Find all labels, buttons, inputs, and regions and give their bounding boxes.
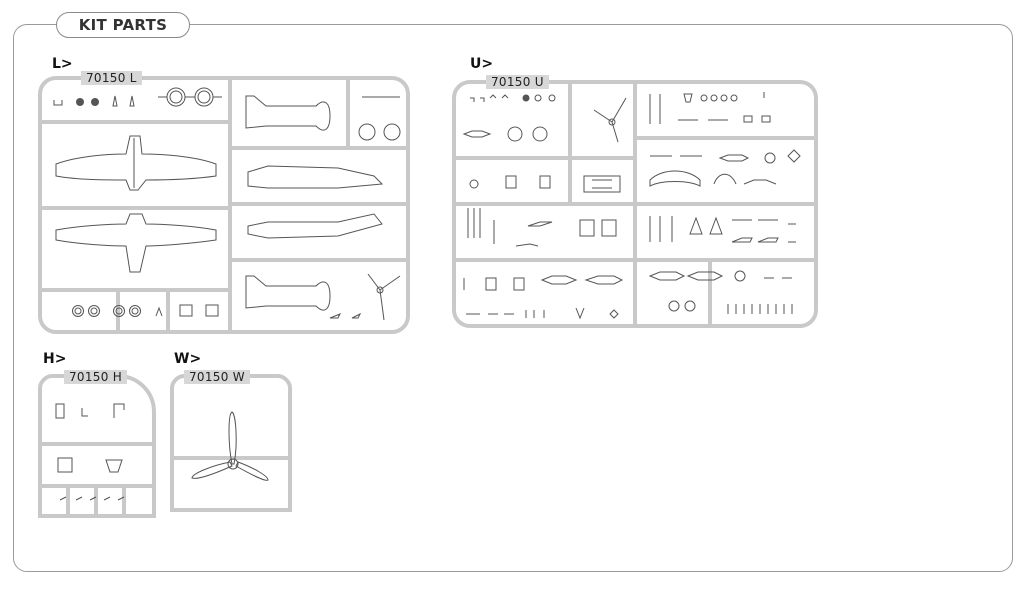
sprue-h: 70150 H	[38, 370, 156, 518]
sprue-u-label: U>	[470, 56, 494, 72]
sprue-u: 70150 U	[452, 75, 818, 328]
kit-parts-title: KIT PARTS	[56, 12, 190, 38]
propeller-icon	[170, 374, 292, 512]
sprue-w-code: 70150 W	[184, 370, 250, 384]
sprue-u-drawing	[452, 80, 818, 328]
kit-parts-frame	[13, 24, 1013, 572]
sprue-h-drawing	[38, 374, 156, 518]
sprue-l-drawing	[38, 76, 410, 334]
sprue-w: 70150 W	[170, 370, 292, 512]
sprue-l-code: 70150 L	[81, 71, 142, 85]
sprue-h-code: 70150 H	[64, 370, 128, 384]
sprue-l-label: L>	[52, 56, 73, 72]
sprue-w-label: W>	[174, 351, 202, 367]
sprue-l: 70150 L	[38, 71, 410, 334]
sprue-u-code: 70150 U	[486, 75, 549, 89]
sprue-h-label: H>	[43, 351, 67, 367]
